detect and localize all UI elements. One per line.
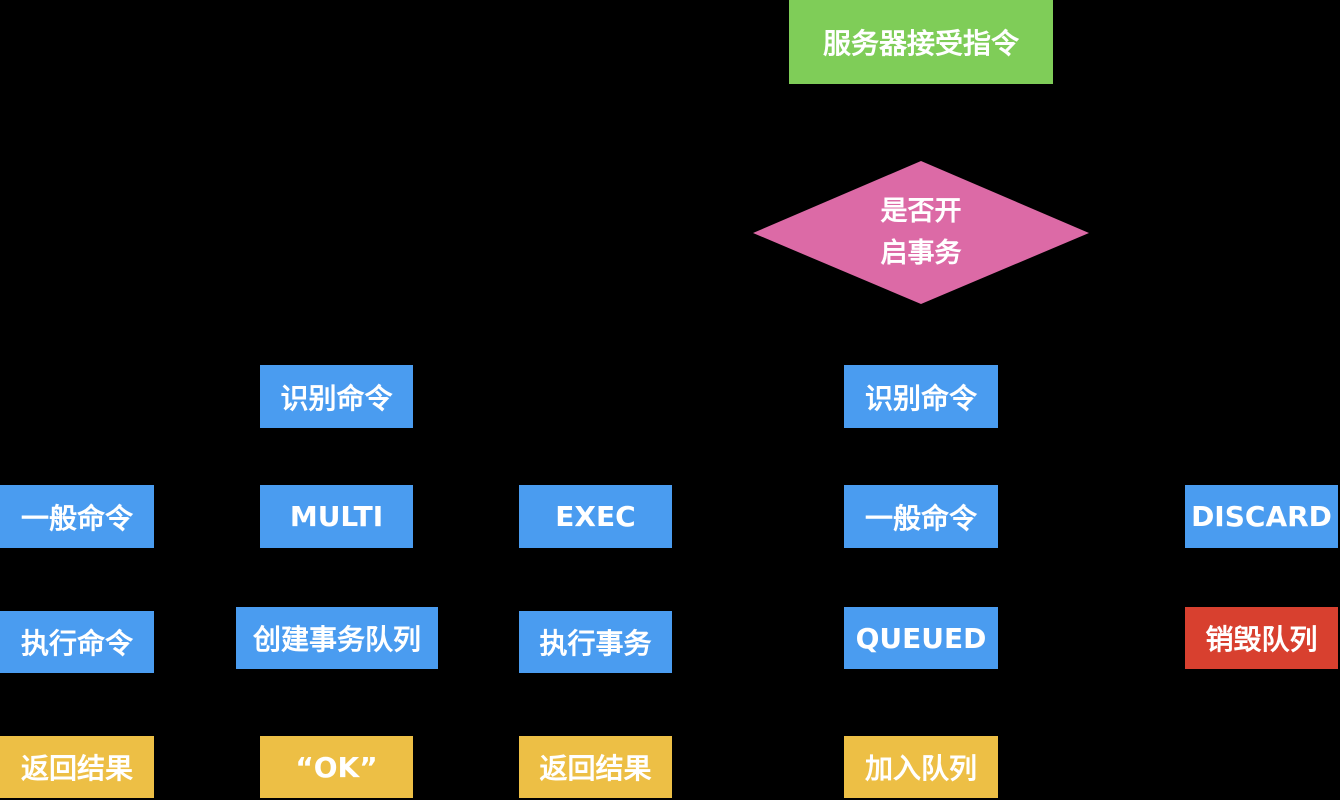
start-node: 服务器接受指令	[789, 0, 1053, 84]
enqueue-node: 加入队列	[844, 736, 998, 798]
decision-diamond-shape	[753, 161, 1089, 304]
ok-result-node: “OK”	[260, 736, 413, 798]
exec-node: EXEC	[519, 485, 672, 548]
left-identify-command-node: 识别命令	[260, 365, 413, 428]
left-normal-command-node: 一般命令	[0, 485, 154, 548]
right-identify-command-node: 识别命令	[844, 365, 998, 428]
create-queue-node: 创建事务队列	[236, 607, 438, 669]
right-normal-command-node: 一般命令	[844, 485, 998, 548]
decision-node: 是否开 启事务	[753, 161, 1089, 304]
decision-label: 是否开 启事务	[753, 161, 1089, 304]
execute-command-node: 执行命令	[0, 611, 154, 673]
destroy-queue-node: 销毁队列	[1185, 607, 1338, 669]
queued-node: QUEUED	[844, 607, 998, 669]
multi-node: MULTI	[260, 485, 413, 548]
decision-label-line2: 启事务	[880, 237, 962, 269]
decision-label-line1: 是否开	[880, 195, 962, 227]
execute-transaction-node: 执行事务	[519, 611, 672, 673]
exec-return-result-node: 返回结果	[519, 736, 672, 798]
normal-return-result-node: 返回结果	[0, 736, 154, 798]
discard-node: DISCARD	[1185, 485, 1338, 548]
